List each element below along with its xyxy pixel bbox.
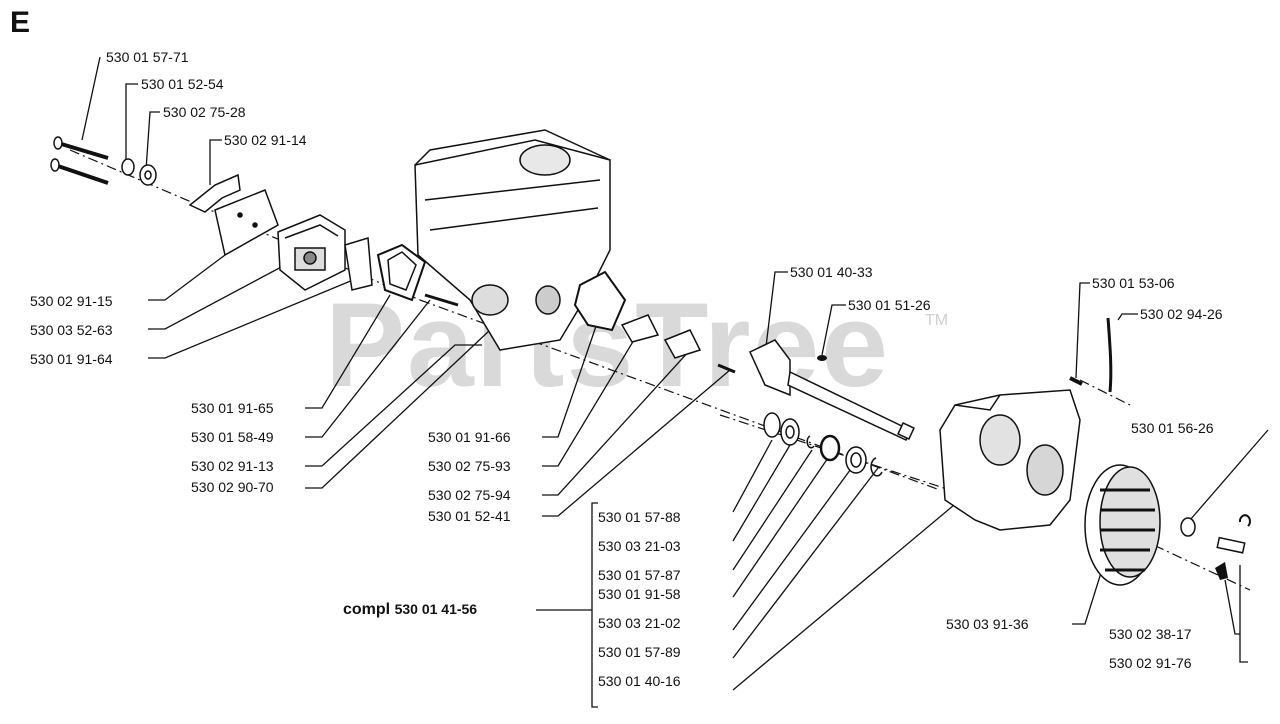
leader-line: [1075, 282, 1090, 379]
leader-line: [145, 111, 160, 171]
part-label: 530 01 53-06: [1092, 275, 1175, 291]
leader-line: [1117, 313, 1138, 321]
leader-line: [542, 329, 641, 467]
leader-line: [542, 299, 606, 438]
leader-line: [1239, 565, 1248, 663]
assembly-number: 530 01 41-56: [394, 601, 478, 617]
leader-lines: [81, 56, 1269, 708]
clip-icon: [1215, 562, 1228, 580]
crankshaft-icon: [749, 339, 915, 442]
gasket-icon: [344, 237, 373, 291]
plate-icon: [214, 189, 279, 257]
screw-icon: [1069, 376, 1083, 386]
leader-line: [732, 499, 961, 691]
leader-line: [305, 329, 491, 489]
cylinder-icon: [414, 129, 611, 351]
part-label: 530 01 57-87: [598, 567, 681, 583]
part-label: 530 02 91-14: [224, 132, 307, 148]
leader-line: [732, 454, 831, 598]
part-label: 530 01 57-71: [106, 49, 189, 65]
leader-line: [81, 56, 101, 141]
washer-icon: [1180, 517, 1196, 537]
part-label: 530 01 91-65: [191, 400, 274, 416]
washers-icon: [121, 158, 157, 186]
deflector-icon: [620, 314, 660, 343]
part-label: 530 01 91-58: [598, 586, 681, 602]
watermark-trademark: TM: [925, 312, 949, 329]
part-label: 530 01 91-64: [30, 351, 113, 367]
part-label: 530 03 21-02: [598, 615, 681, 631]
bracket: [591, 502, 598, 708]
leader-line: [148, 264, 286, 330]
carburetor-icon: [277, 214, 346, 291]
leader-line: [732, 467, 879, 659]
section-letter: E: [10, 6, 31, 39]
leader-line: [148, 254, 226, 301]
part-label: 530 02 91-76: [1109, 655, 1192, 671]
assembly-label: compl 530 01 41-56: [343, 601, 477, 619]
part-label: 530 03 91-36: [946, 616, 1029, 632]
assembly-prefix: compl: [343, 601, 391, 618]
part-label: 530 02 75-28: [163, 104, 246, 120]
part-label: 530 03 21-03: [598, 538, 681, 554]
part-label: 530 02 75-93: [428, 458, 511, 474]
part-label: 530 02 91-15: [30, 293, 113, 309]
part-label: 530 02 91-13: [191, 458, 274, 474]
leader-line: [1224, 579, 1240, 635]
part-label: 530 02 75-94: [428, 487, 511, 503]
clip-bracket-icon: [188, 173, 241, 213]
leader-line: [1189, 429, 1269, 521]
part-label: 530 01 52-54: [141, 76, 224, 92]
part-label: 530 01 52-41: [428, 508, 511, 524]
part-label: 530 01 56-26: [1131, 420, 1214, 436]
leader-line: [209, 139, 222, 185]
leader-line: [732, 439, 773, 513]
bearings-icon: [763, 412, 883, 477]
part-label: 530 03 52-63: [30, 322, 113, 338]
leader-line: [821, 304, 846, 356]
axis-line: [1079, 379, 1131, 406]
exhaust-gasket-icon: [573, 270, 627, 332]
flywheel-icon: [1084, 464, 1161, 586]
part-label: 530 01 40-33: [790, 264, 873, 280]
key-icon: [717, 363, 736, 374]
leader-line: [148, 274, 366, 359]
wire-icon: [1106, 317, 1113, 393]
part-label: 530 01 51-26: [848, 297, 931, 313]
leader-line: [542, 349, 691, 496]
part-label: 530 01 40-16: [598, 673, 681, 689]
part-label: 530 02 90-70: [191, 479, 274, 495]
leader-line: [1072, 559, 1106, 625]
leader-line: [125, 83, 138, 160]
part-label: 530 01 58-49: [191, 429, 274, 445]
leader-line: [305, 299, 431, 438]
pin-icon: [1216, 536, 1246, 554]
part-label: 530 02 94-26: [1140, 306, 1223, 322]
leader-line: [732, 444, 791, 542]
leader-line: [732, 461, 857, 631]
leader-line: [542, 369, 731, 517]
part-label: 530 01 91-66: [428, 429, 511, 445]
leader-line: [732, 449, 813, 571]
plate-small-icon: [663, 329, 702, 359]
leader-line: [764, 271, 788, 356]
key-small-icon: [817, 355, 827, 361]
leader-line: [305, 294, 391, 409]
nut-icon: [1238, 514, 1251, 527]
crankcase-icon: [939, 389, 1081, 531]
part-label: 530 01 57-89: [598, 644, 681, 660]
part-label: 530 02 38-17: [1109, 626, 1192, 642]
part-label: 530 01 57-88: [598, 509, 681, 525]
screws-icon: [50, 136, 109, 185]
leader-line: [305, 344, 482, 467]
